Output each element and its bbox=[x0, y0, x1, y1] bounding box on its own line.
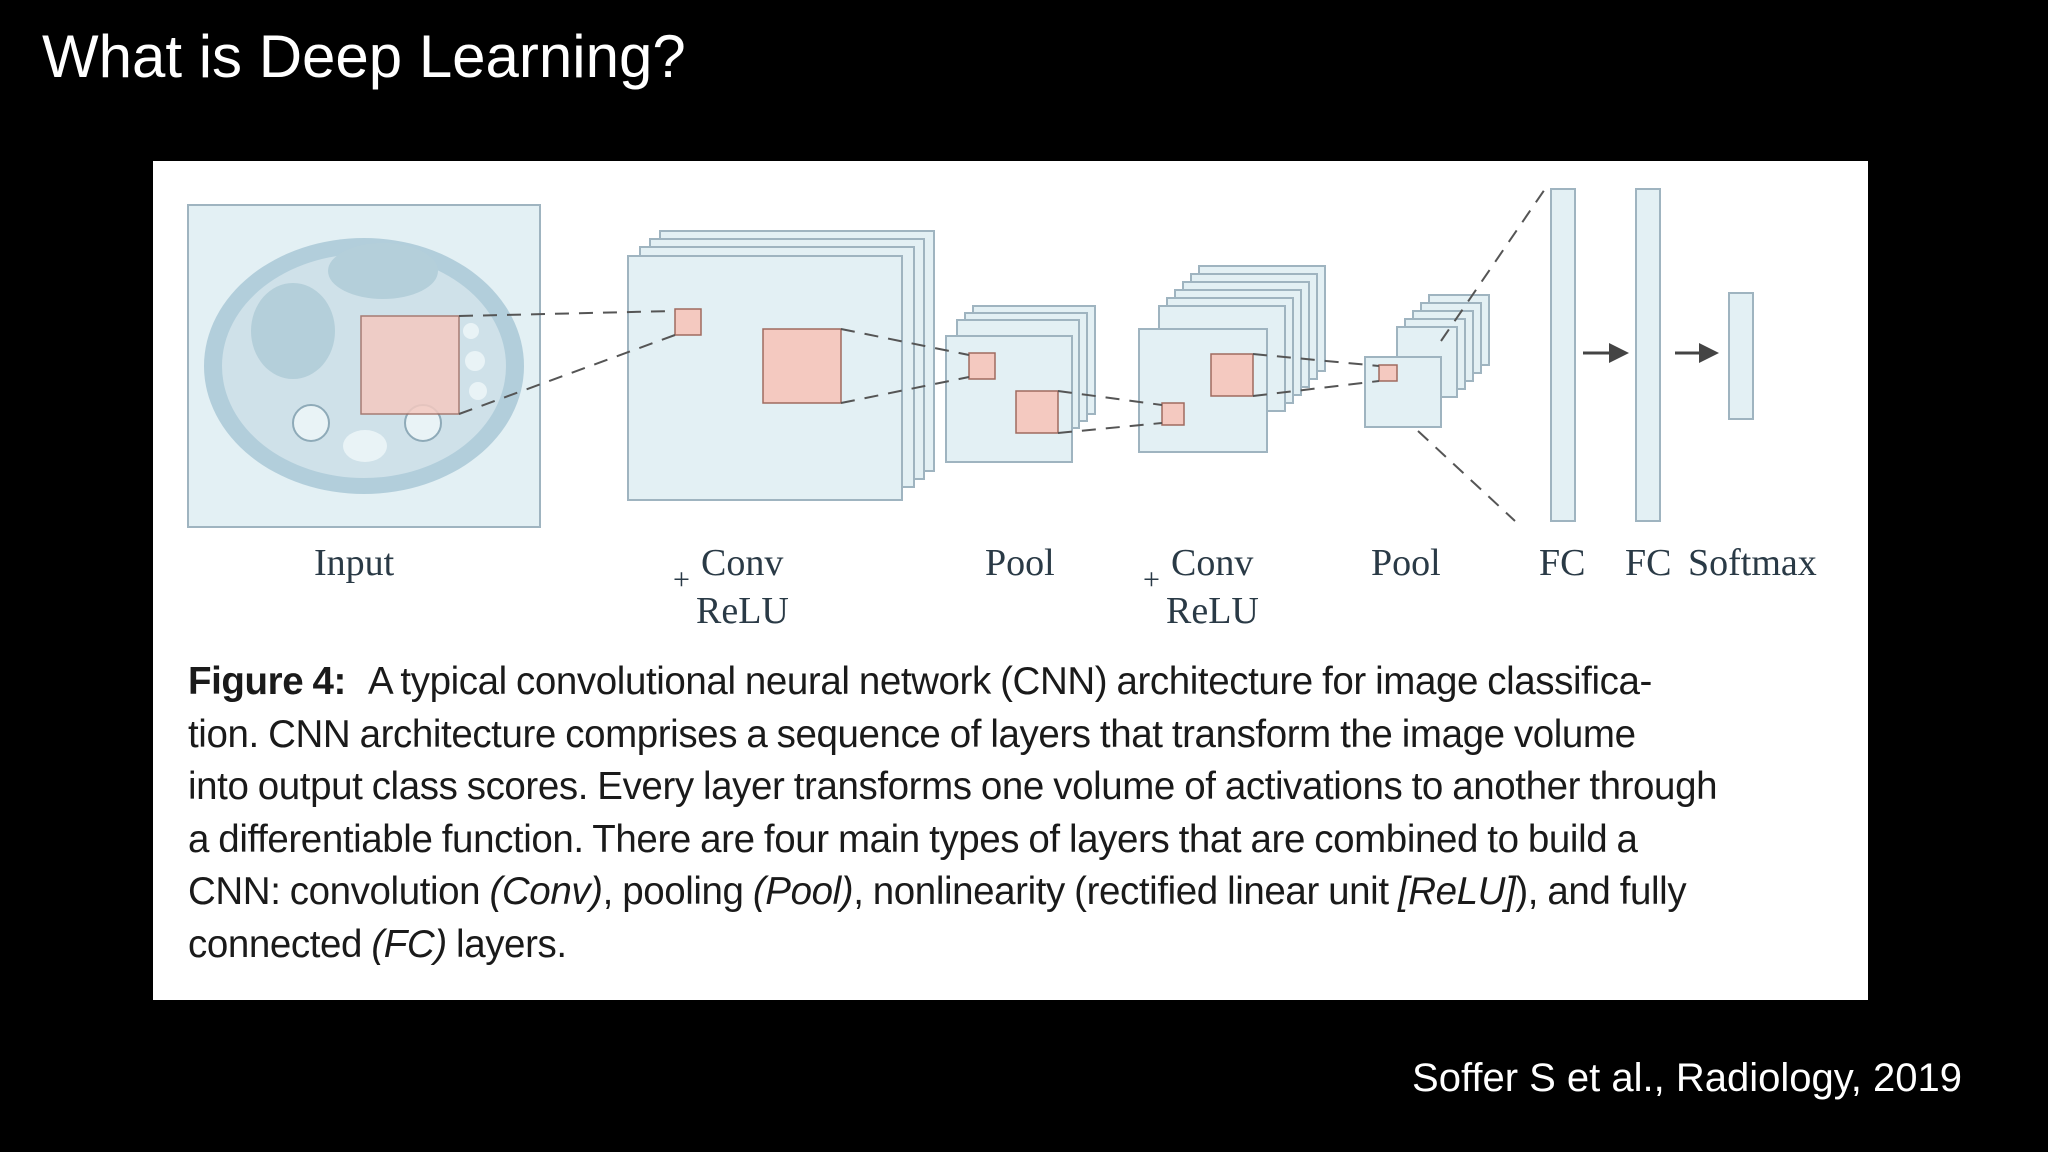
plus-sign: + bbox=[1143, 563, 1160, 596]
plus-sign: + bbox=[673, 563, 690, 596]
layer-label-conv2: Conv bbox=[1171, 542, 1254, 584]
caption-line: A typical convolutional neural network (… bbox=[367, 660, 1652, 703]
softmax-layer bbox=[1728, 292, 1754, 420]
layer-label-conv1: Conv bbox=[701, 542, 784, 584]
caption-term: (Pool) bbox=[752, 870, 854, 913]
layer-label-pool2: Pool bbox=[1371, 542, 1441, 584]
caption-line: tion. CNN architecture comprises a seque… bbox=[188, 712, 1636, 756]
layer-label-softmax: Softmax bbox=[1688, 542, 1817, 584]
slide-title: What is Deep Learning? bbox=[42, 23, 686, 90]
caption-text: ), and fully bbox=[1515, 870, 1687, 913]
layer-label-fc2: FC bbox=[1625, 542, 1672, 584]
caption-text: CNN: convolution bbox=[188, 870, 490, 913]
fc1-layer bbox=[1550, 188, 1576, 522]
layer-label-relu1: ReLU bbox=[696, 590, 789, 632]
conv2-volume bbox=[1138, 265, 1326, 453]
dashed-connectors bbox=[458, 188, 1546, 522]
caption-term: (FC) bbox=[371, 922, 447, 966]
figure-panel: Input + Conv ReLU Pool + Conv ReLU Pool … bbox=[153, 161, 1868, 1000]
caption-line: into output class scores. Every layer tr… bbox=[188, 765, 1718, 808]
arrow-icon bbox=[1675, 343, 1719, 363]
conv1-volume bbox=[627, 230, 935, 501]
caption-text: , pooling bbox=[602, 870, 753, 913]
caption-text: layers. bbox=[446, 922, 567, 966]
cnn-architecture-diagram bbox=[187, 188, 1754, 528]
input-image bbox=[187, 204, 541, 528]
caption-text: , nonlinearity (rectified linear unit bbox=[853, 870, 1398, 913]
layer-label-fc1: FC bbox=[1539, 542, 1586, 584]
arrow-icon bbox=[1583, 343, 1629, 363]
fc2-layer bbox=[1635, 188, 1661, 522]
caption-line: a differentiable function. There are fou… bbox=[188, 817, 1638, 861]
caption-term: (Conv) bbox=[489, 870, 603, 913]
layer-label-input: Input bbox=[314, 542, 395, 584]
pool1-volume bbox=[945, 305, 1096, 463]
pool2-volume bbox=[1364, 294, 1490, 428]
caption-label: Figure 4: bbox=[188, 660, 346, 703]
caption-text: connected bbox=[188, 922, 372, 966]
layer-label-relu2: ReLU bbox=[1166, 590, 1259, 632]
layer-label-pool1: Pool bbox=[985, 542, 1055, 584]
citation: Soffer S et al., Radiology, 2019 bbox=[1412, 1056, 1962, 1100]
figure-caption: Figure 4: A typical convolutional neural … bbox=[188, 656, 1838, 971]
caption-term: [ReLU] bbox=[1397, 870, 1516, 913]
